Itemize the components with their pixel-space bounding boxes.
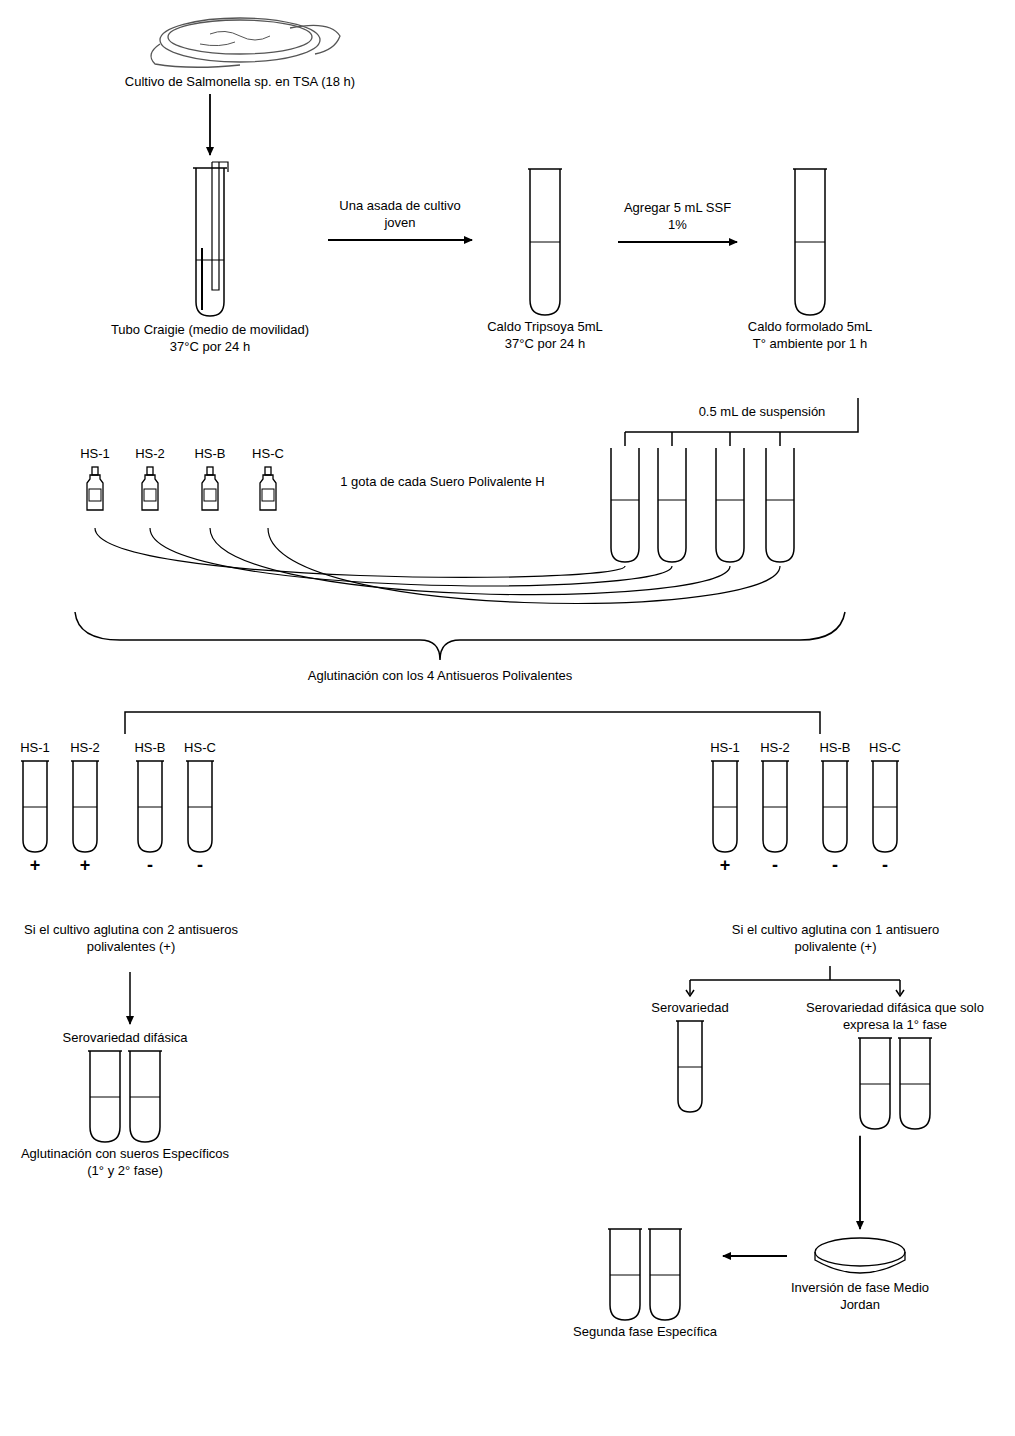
node-heading: Serovariedad: [635, 1000, 745, 1017]
step-node: Segunda fase Específica: [570, 1225, 720, 1341]
branch-ticks: [686, 990, 904, 996]
flow-arrow: [328, 239, 472, 241]
node-heading: HS-C: [178, 740, 222, 757]
step-node: HS-C: [243, 446, 293, 515]
step-node: HS-C -: [178, 740, 222, 876]
step-node: Caldo Tripsoya 5mL 37°C por 24 h: [475, 165, 615, 353]
step-node: HS-2 +: [63, 740, 107, 876]
node-caption: Cultivo de Salmonella sp. en TSA (18 h): [90, 74, 390, 91]
note-label: 1 gota de cada Suero Polivalente H: [335, 474, 550, 491]
culture-plate: [130, 10, 350, 72]
test-tube: [18, 759, 52, 854]
test-tube: [708, 759, 742, 854]
note-label: Si el cultivo aglutina con 2 antisueros …: [6, 922, 256, 956]
step-node: HS-B -: [128, 740, 172, 876]
flow-arrow: [859, 1136, 861, 1229]
antiserum-vial: [199, 465, 221, 513]
step-node: HS-C -: [863, 740, 907, 876]
bracket-line: [625, 398, 858, 432]
step-node: Tubo Craigie (medio de movilidad) 37°C p…: [95, 158, 325, 356]
antiserum-vial: [139, 465, 161, 513]
node-caption: Segunda fase Específica: [570, 1324, 720, 1341]
test-tube: [133, 759, 167, 854]
node-heading: Serovariedad difásica: [20, 1030, 230, 1047]
node-caption: Caldo formolado 5mL T° ambiente por 1 h: [740, 319, 880, 353]
step-node: Cultivo de Salmonella sp. en TSA (18 h): [90, 8, 390, 91]
test-tube: [855, 1036, 935, 1131]
node-heading: HS-B: [185, 446, 235, 463]
node-caption: +: [703, 856, 747, 876]
craigie-tube: [180, 160, 240, 320]
step-node: Caldo formolado 5mL T° ambiente por 1 h: [740, 165, 880, 353]
step-node: HS-1 +: [703, 740, 747, 876]
drop-curves: [95, 528, 780, 603]
step-node: Serovariedad difásica que solo expresa l…: [795, 1000, 995, 1133]
node-caption: -: [178, 856, 222, 876]
node-heading: HS-1: [70, 446, 120, 463]
test-tube: [868, 759, 902, 854]
flow-arrow: [129, 972, 131, 1024]
flow-arrow: [618, 241, 737, 243]
node-caption: -: [128, 856, 172, 876]
suspension-tubes: [611, 448, 794, 562]
test-tube: [68, 759, 102, 854]
bracket-line: [125, 712, 820, 734]
antiserum-vial: [257, 465, 279, 513]
branch-line: [690, 966, 900, 994]
node-caption: Caldo Tripsoya 5mL 37°C por 24 h: [475, 319, 615, 353]
test-tube: [605, 1227, 685, 1322]
note-label: 0.5 mL de suspensión: [678, 404, 846, 421]
test-tube: [525, 167, 565, 317]
test-tube: [673, 1019, 707, 1114]
bracket-drops: [625, 432, 780, 446]
step-node: HS-B: [185, 446, 235, 515]
node-caption: -: [863, 856, 907, 876]
node-heading: Serovariedad difásica que solo expresa l…: [795, 1000, 995, 1034]
node-caption: -: [813, 856, 857, 876]
step-node: Serovariedad: [635, 1000, 745, 1116]
node-caption: +: [63, 856, 107, 876]
step-node: Inversión de fase Medio Jordan: [790, 1232, 930, 1314]
flow-arrow: [723, 1255, 787, 1257]
step-node: HS-B -: [813, 740, 857, 876]
node-caption: Tubo Craigie (medio de movilidad) 37°C p…: [95, 322, 325, 356]
node-heading: HS-2: [63, 740, 107, 757]
node-heading: HS-C: [243, 446, 293, 463]
brace: [75, 612, 845, 660]
step-node: Serovariedad difásicaAglutinación con su…: [20, 1030, 230, 1180]
petri-dish: [810, 1234, 910, 1278]
flow-arrow: [209, 94, 211, 155]
test-tube: [818, 759, 852, 854]
note-label: Aglutinación con los 4 Antisueros Poliva…: [200, 668, 680, 685]
edge-label: Una asada de cultivo joven: [330, 198, 470, 232]
step-node: HS-2: [125, 446, 175, 515]
step-node: HS-2 -: [753, 740, 797, 876]
test-tube: [758, 759, 792, 854]
test-tube: [790, 167, 830, 317]
note-label: Si el cultivo aglutina con 1 antisuero p…: [718, 922, 953, 956]
node-heading: HS-1: [13, 740, 57, 757]
node-heading: HS-B: [813, 740, 857, 757]
antiserum-vial: [84, 465, 106, 513]
test-tube: [85, 1049, 165, 1144]
node-caption: +: [13, 856, 57, 876]
node-caption: Inversión de fase Medio Jordan: [790, 1280, 930, 1314]
step-node: HS-1: [70, 446, 120, 515]
node-caption: -: [753, 856, 797, 876]
node-heading: HS-1: [703, 740, 747, 757]
node-heading: HS-2: [753, 740, 797, 757]
node-heading: HS-B: [128, 740, 172, 757]
node-caption: Aglutinación con sueros Específicos (1° …: [20, 1146, 230, 1180]
edge-label: Agregar 5 mL SSF 1%: [618, 200, 737, 234]
node-heading: HS-2: [125, 446, 175, 463]
test-tube: [183, 759, 217, 854]
node-heading: HS-C: [863, 740, 907, 757]
step-node: HS-1 +: [13, 740, 57, 876]
